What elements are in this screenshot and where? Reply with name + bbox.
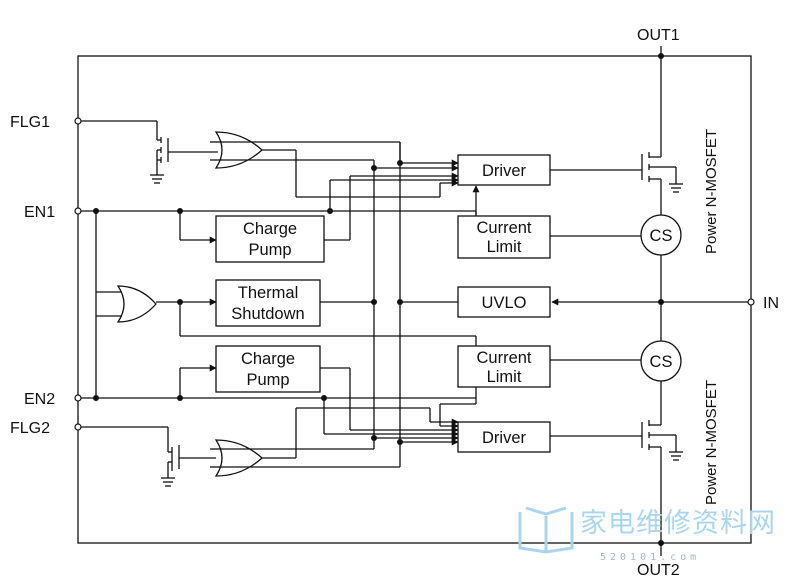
en1-pin-dot <box>74 207 82 215</box>
charge-pump-bottom-block <box>215 345 321 393</box>
pin-en2-label: EN2 <box>24 391 55 408</box>
current-limit-top-block <box>457 215 551 259</box>
watermark-text: 家电维修资料网 <box>580 508 776 539</box>
flg1-pin-dot <box>74 117 82 125</box>
uvlo-block <box>457 286 551 318</box>
flg2-transistor <box>161 427 180 487</box>
uvlo-label: UVLO <box>482 294 527 312</box>
driver-top-label: Driver <box>482 162 527 180</box>
charge-pump-bottom-line1: Charge <box>241 350 295 368</box>
cs-bottom-label: CS <box>650 353 673 371</box>
pin-flg1-label: FLG1 <box>10 114 50 131</box>
charge-pump-top-block <box>215 215 325 263</box>
current-limit-bottom-line1: Current <box>476 349 531 367</box>
or-gate-middle <box>116 285 157 323</box>
charge-pump-bottom-line2: Pump <box>246 371 289 389</box>
watermark: 家电维修资料网 520101.com <box>518 506 776 563</box>
pin-out2-label: OUT2 <box>637 562 680 579</box>
junction-dots <box>93 53 664 546</box>
pin-out1-label: OUT1 <box>637 27 680 44</box>
cs-top-label: CS <box>650 227 673 245</box>
thermal-shutdown-line1: Thermal <box>238 284 299 302</box>
mosfet-bottom-label: Power N-MOSFET <box>703 380 720 505</box>
thermal-shutdown-block <box>215 279 321 327</box>
cs-bottom-circle <box>640 340 682 382</box>
mosfet-top-label: Power N-MOSFET <box>703 129 720 254</box>
charge-pump-top-line1: Charge <box>243 220 297 238</box>
driver-bottom-label: Driver <box>482 429 527 447</box>
flg1-transistor <box>150 121 169 184</box>
current-limit-bottom-line2: Limit <box>487 368 522 386</box>
pin-in-label: IN <box>763 295 779 312</box>
or-gate-bottom <box>214 439 263 477</box>
or-gate-top <box>214 131 263 169</box>
in-pin-dot <box>747 298 755 306</box>
current-limit-bottom-block <box>457 345 551 388</box>
thermal-shutdown-line2: Shutdown <box>231 305 304 323</box>
flg2-pin-dot <box>74 423 82 431</box>
watermark-book-icon <box>518 506 574 554</box>
driver-top-block <box>457 154 551 186</box>
current-limit-top-line2: Limit <box>487 238 522 256</box>
charge-pump-top-line2: Pump <box>248 241 291 259</box>
cs-top-circle <box>640 214 682 256</box>
driver-bottom-block <box>457 421 551 453</box>
en2-pin-dot <box>74 394 82 402</box>
pin-en1-label: EN1 <box>24 204 55 221</box>
mosfet-top-symbol <box>641 152 683 216</box>
watermark-url: 520101.com <box>600 552 700 563</box>
pin-flg2-label: FLG2 <box>10 420 50 437</box>
mosfet-bottom-symbol <box>641 420 683 461</box>
current-limit-top-line1: Current <box>476 219 531 237</box>
